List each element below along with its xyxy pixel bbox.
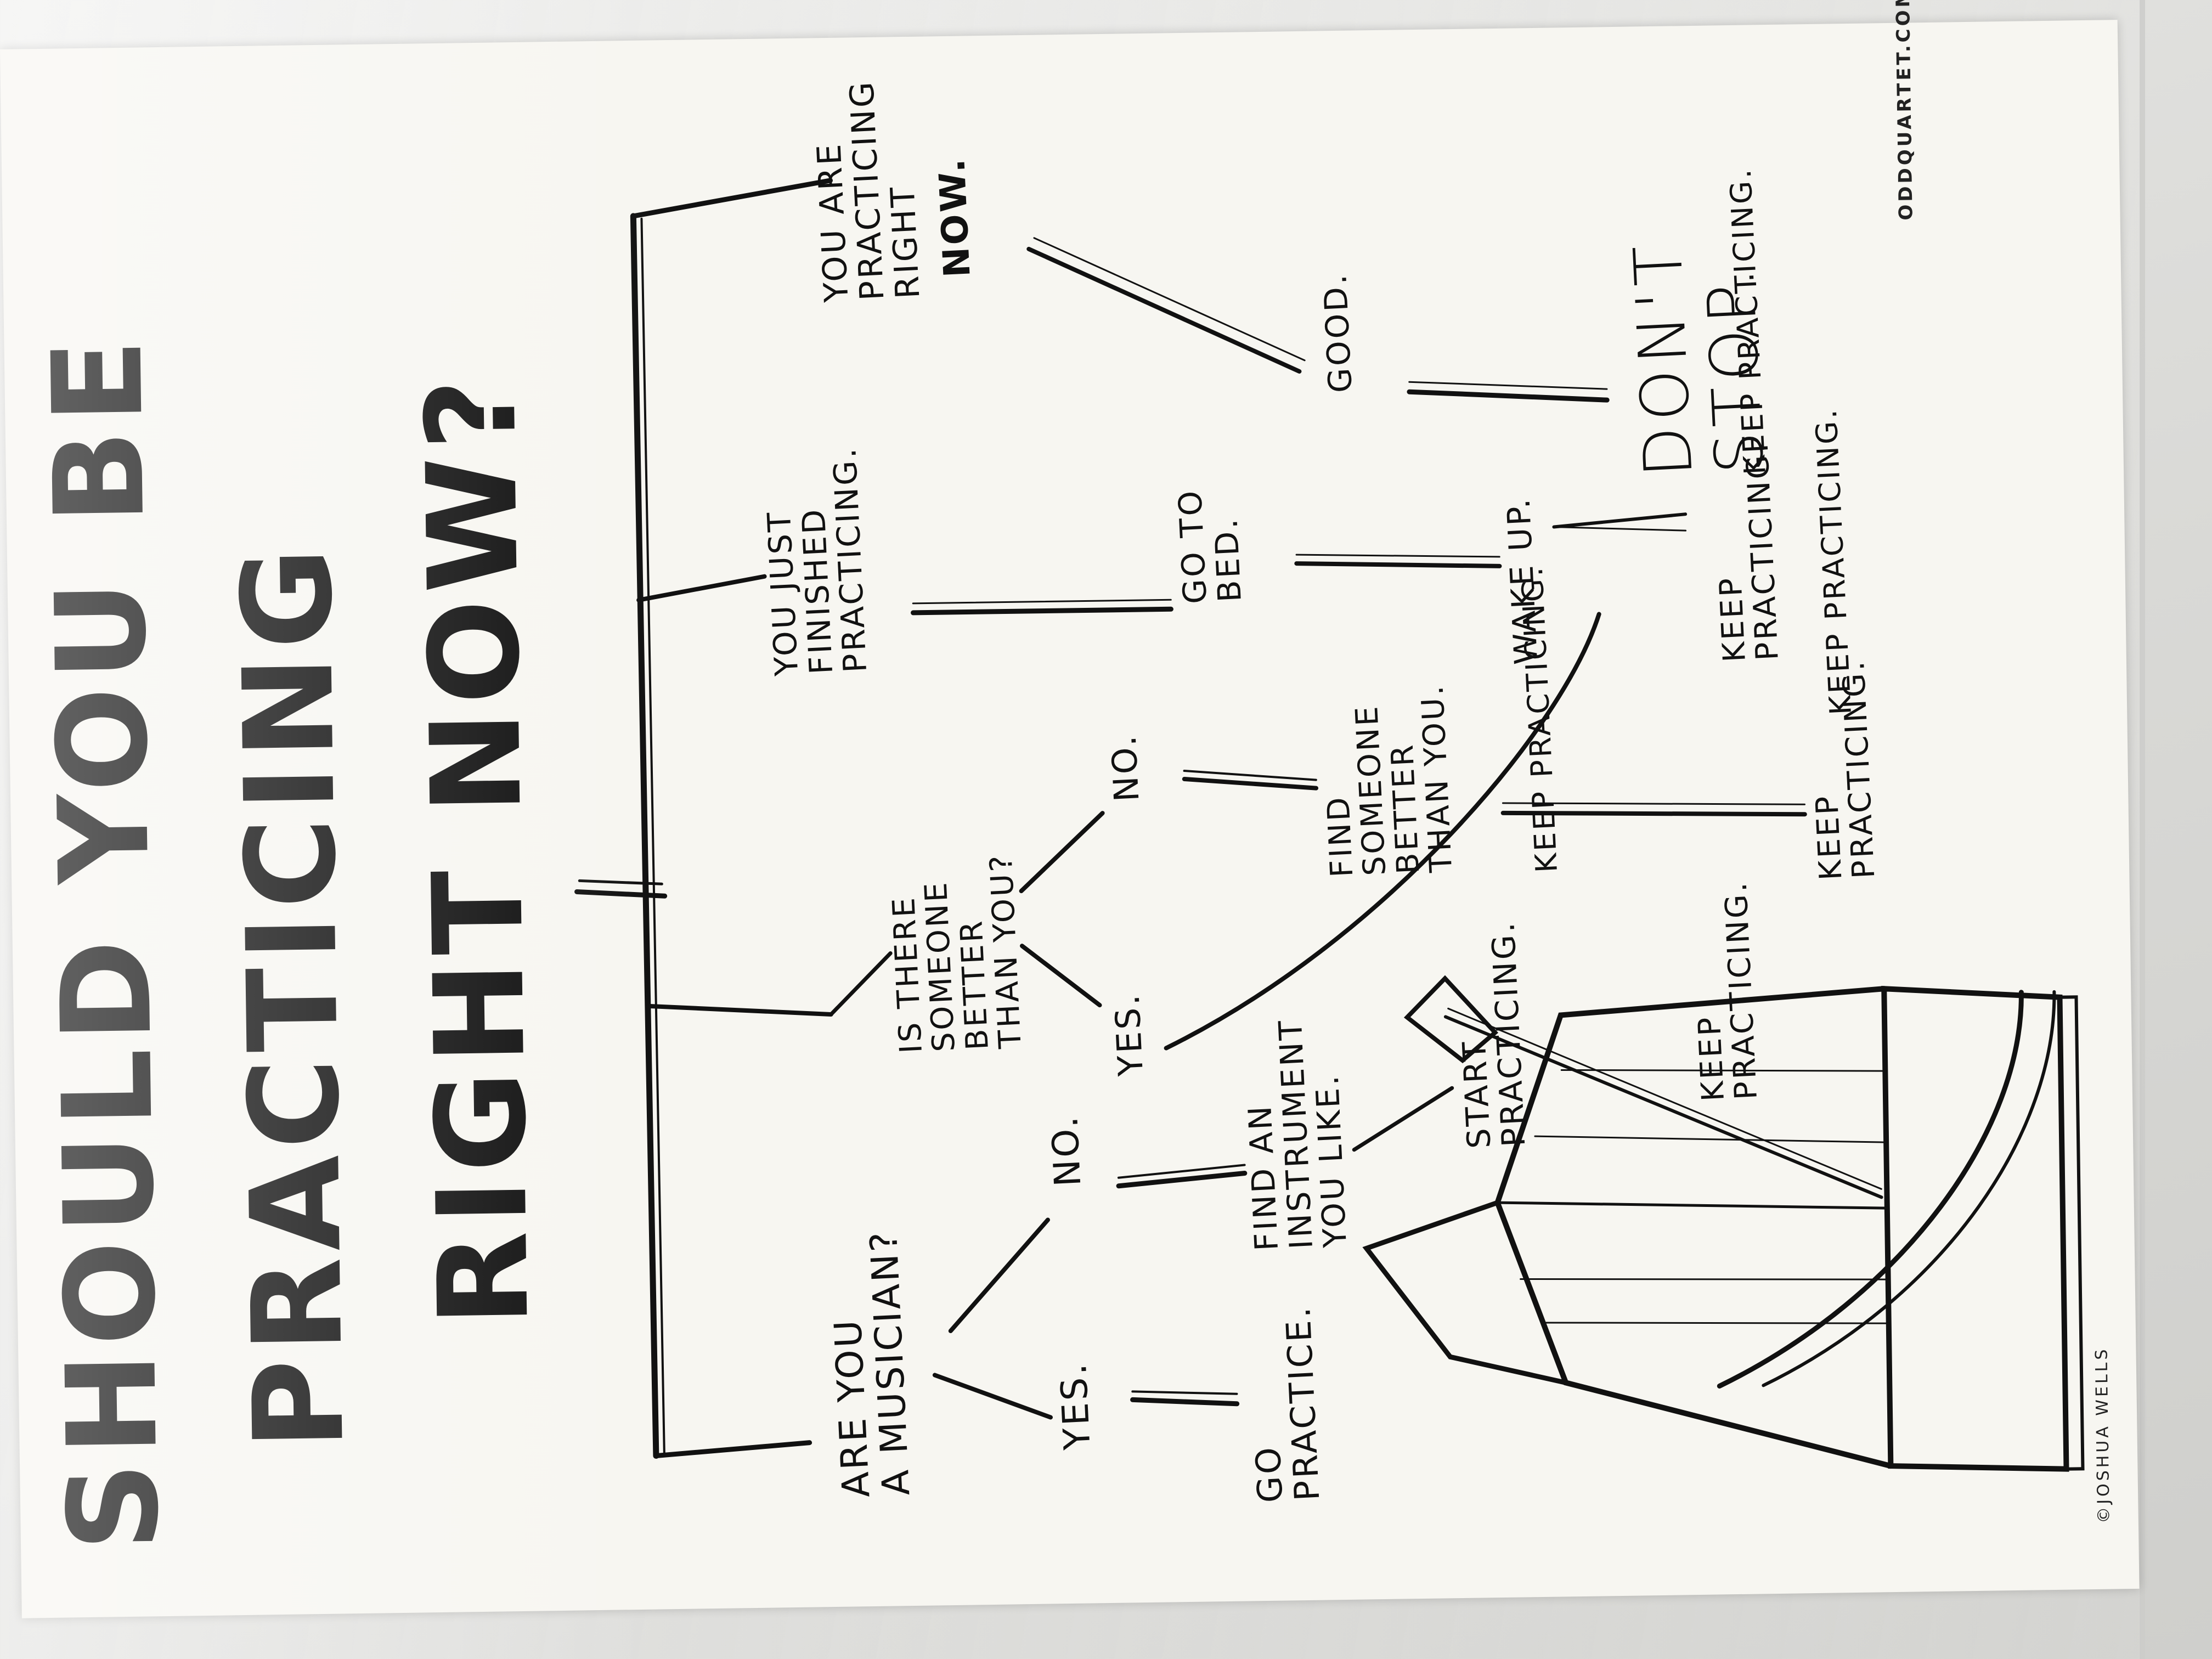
node-no-1: NO. <box>1043 1113 1090 1188</box>
node-yes-2: YES. <box>1107 991 1151 1077</box>
node-go-practice: GO PRACTICE. <box>1248 1304 1328 1504</box>
poster-card: SHOULD YOU BE PRACTICING RIGHT NOW? <box>0 0 2140 1618</box>
node-is-someone-better: IS THERE SOMEONE BETTER THAN YOU? <box>885 852 1029 1054</box>
node-dont-stop: DON'T STOP. <box>1620 238 1779 479</box>
node-no-2: NO. <box>1103 732 1147 803</box>
node-find-someone-better: FIND SOMEONE BETTER THAN YOU. <box>1321 682 1460 878</box>
flowchart-frame: SHOULD YOU BE PRACTICING RIGHT NOW? <box>0 0 2140 1618</box>
node-wake-up: WAKE UP. <box>1499 496 1545 665</box>
node-you-just-finished: YOU JUST FINISHED PRACTICING. <box>760 445 874 677</box>
node-now-bold: NOW. <box>930 156 979 279</box>
metronome-icon <box>1362 975 2085 1472</box>
node-go-to-bed: GO TO BED. <box>1171 488 1249 605</box>
node-yes-1: YES. <box>1052 1361 1099 1451</box>
node-you-are-practicing: YOU ARE PRACTICING RIGHT <box>810 78 928 303</box>
website-credit: ODDQUARTET.COM <box>1892 0 1917 221</box>
artist-credit: ©JOSHUA WELLS <box>2092 1346 2114 1523</box>
node-good: GOOD. <box>1316 272 1359 394</box>
node-are-you-musician: ARE YOU A MUSICIAN? <box>826 1228 919 1499</box>
flowchart-connectors <box>574 178 1807 1459</box>
